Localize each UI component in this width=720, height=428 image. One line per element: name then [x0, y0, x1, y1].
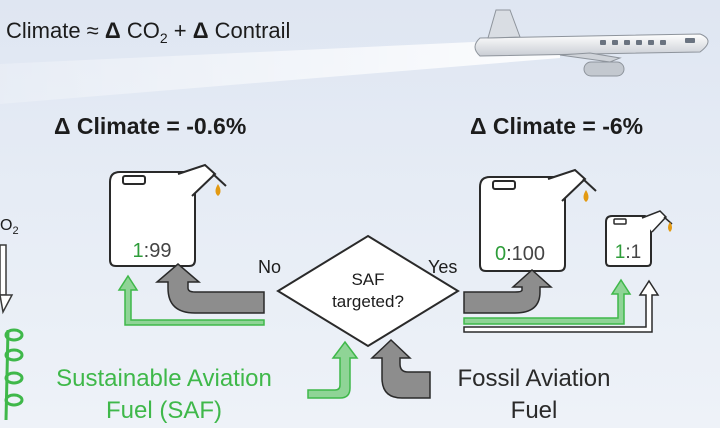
right-climate-label: Δ Climate = -6%	[470, 113, 643, 139]
right-green-arrow	[463, 278, 632, 325]
plant-icon	[4, 328, 24, 421]
right-small-fuel-can	[605, 210, 673, 267]
no-label: No	[258, 257, 281, 277]
right-small-fuel-drop-icon	[668, 222, 672, 232]
co2-fragment-label: O2	[0, 217, 19, 237]
right-gray-arrow	[463, 268, 553, 314]
decision-line-2: targeted?	[332, 292, 404, 311]
climate-equation: Climate ≈ Δ CO2 + Δ Contrail	[6, 18, 290, 46]
co2-down-arrow	[0, 244, 14, 315]
right-outlined-arrow	[463, 279, 660, 333]
right-big-fuel-drop-icon	[583, 190, 589, 202]
right-small-can-ratio: 1:1	[615, 242, 641, 263]
saf-input-arrow	[307, 340, 359, 399]
fossil-label-line-2: Fuel	[511, 397, 558, 424]
fossil-label-line-1: Fossil Aviation	[458, 365, 611, 392]
left-green-arrow	[117, 274, 265, 326]
left-fuel-can	[109, 163, 227, 267]
decision-diamond	[276, 234, 460, 348]
engine-icon	[583, 61, 625, 77]
airplane-icon	[474, 9, 709, 77]
left-fuel-drop-icon	[215, 184, 221, 196]
yes-label: Yes	[428, 257, 457, 277]
left-can-ratio: 1:99	[133, 240, 172, 262]
right-big-can-ratio: 0:100	[495, 243, 545, 265]
left-climate-label: Δ Climate = -0.6%	[54, 113, 246, 139]
decision-line-1: SAF	[351, 270, 384, 289]
fossil-input-arrow	[370, 338, 431, 399]
saf-label-line-1: Sustainable Aviation	[56, 365, 272, 392]
saf-label-line-2: Fuel (SAF)	[106, 397, 222, 424]
left-gray-arrow	[154, 263, 265, 314]
contrail-streak	[0, 38, 560, 104]
right-big-fuel-can	[479, 168, 597, 272]
